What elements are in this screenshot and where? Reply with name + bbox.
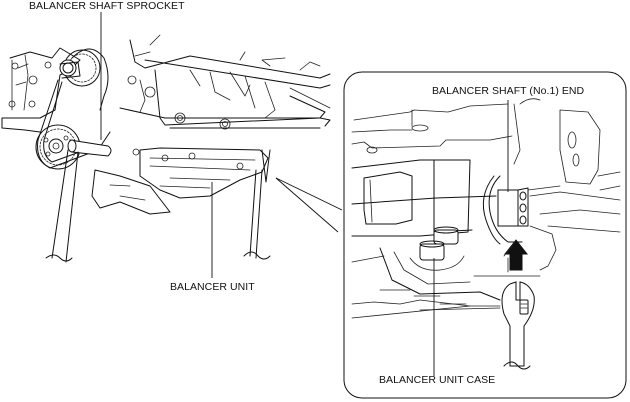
label-balancer-unit-case: BALANCER UNIT CASE <box>379 374 496 386</box>
balancer-unit-drawing <box>91 147 271 260</box>
wrench-tool <box>501 281 535 370</box>
engine-block <box>1 34 331 133</box>
holding-bar-tool <box>45 139 112 263</box>
up-arrow-icon <box>503 239 529 273</box>
callout-leader-upper <box>275 177 343 211</box>
label-balancer-shaft-no1-end: BALANCER SHAFT (No.1) END <box>432 85 585 97</box>
detail-callout-frame <box>343 71 627 399</box>
label-balancer-shaft-sprocket: BALANCER SHAFT SPROCKET <box>29 0 185 12</box>
detail-view-drawing <box>351 98 621 319</box>
callout-leader-lower <box>275 177 339 233</box>
label-balancer-unit: BALANCER UNIT <box>170 281 255 293</box>
